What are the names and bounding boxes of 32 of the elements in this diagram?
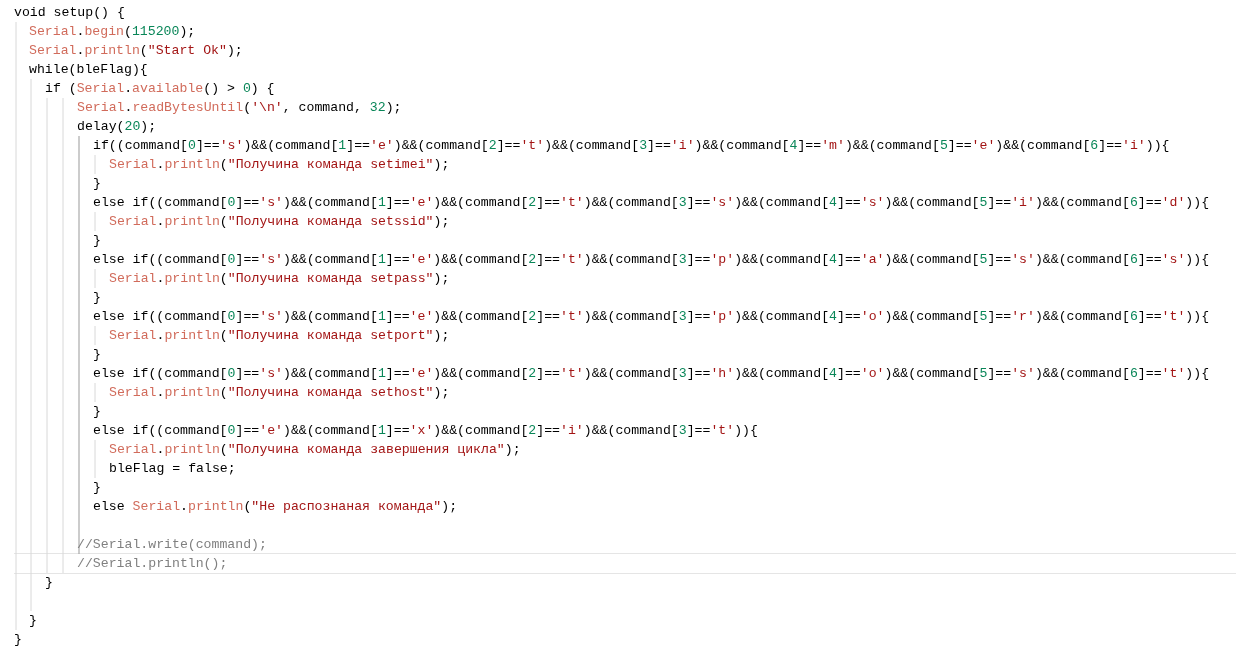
code-line: Serial.begin(115200); xyxy=(29,23,196,41)
code-line: Serial.println("Получина команда sethost"); xyxy=(109,384,450,402)
code-line: else if((command[0]=='e')&&(command[1]=='x')&&(command[2]=='i')&&(command[3]=='t')){ xyxy=(93,422,758,440)
code-line: Serial.println("Start Ok"); xyxy=(29,42,243,60)
code-line: } xyxy=(14,631,22,649)
code-line: else if((command[0]=='s')&&(command[1]=='e')&&(command[2]=='t')&&(command[3]=='p')&&(command[4]=='o')&&(command[5]=='r')&&(command[6]=='t')){ xyxy=(93,308,1210,326)
code-line: Serial.println("Получина команда setssid"); xyxy=(109,213,450,231)
code-line: } xyxy=(93,479,101,497)
code-line: } xyxy=(45,574,53,592)
code-line: //Serial.write(command); xyxy=(77,536,267,554)
code-line: Serial.println("Получина команда setimei"); xyxy=(109,156,450,174)
code-line: } xyxy=(93,346,101,364)
code-line: if (Serial.available() > 0) { xyxy=(45,80,275,98)
code-line: } xyxy=(29,612,37,630)
code-line: Serial.println("Получина команда завершения цикла"); xyxy=(109,441,521,459)
code-line: else if((command[0]=='s')&&(command[1]=='e')&&(command[2]=='t')&&(command[3]=='p')&&(command[4]=='a')&&(command[5]=='s')&&(command[6]=='s')){ xyxy=(93,251,1210,269)
code-line: delay(20); xyxy=(77,118,157,136)
code-line: } xyxy=(93,232,101,250)
code-line: void setup() { xyxy=(14,4,125,22)
code-line: //Serial.println(); xyxy=(77,555,228,573)
code-line: Serial.println("Получина команда setpass"); xyxy=(109,270,450,288)
code-line: else Serial.println("Не распознаная команда"); xyxy=(93,498,458,516)
code-line: else if((command[0]=='s')&&(command[1]=='e')&&(command[2]=='t')&&(command[3]=='s')&&(command[4]=='s')&&(command[5]=='i')&&(command[6]=='d')){ xyxy=(93,194,1210,212)
code-line: } xyxy=(93,289,101,307)
code-line: } xyxy=(93,403,101,421)
code-line: while(bleFlag){ xyxy=(29,61,148,79)
code-line: Serial.println("Получина команда setport"); xyxy=(109,327,450,345)
code-line: Serial.readBytesUntil('\n', command, 32); xyxy=(77,99,402,117)
code-line: bleFlag = false; xyxy=(109,460,236,478)
code-line: } xyxy=(93,175,101,193)
code-line: if((command[0]=='s')&&(command[1]=='e')&&(command[2]=='t')&&(command[3]=='i')&&(command[4]=='m')&&(command[5]=='e')&&(command[6]=='i')){ xyxy=(93,137,1170,155)
code-line: else if((command[0]=='s')&&(command[1]=='e')&&(command[2]=='t')&&(command[3]=='h')&&(command[4]=='o')&&(command[5]=='s')&&(command[6]=='t')){ xyxy=(93,365,1210,383)
